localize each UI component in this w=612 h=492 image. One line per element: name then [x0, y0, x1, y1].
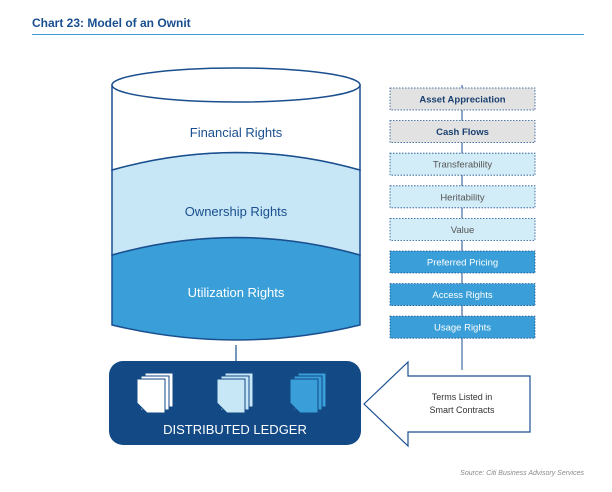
rights-label-1: Cash Flows: [436, 127, 489, 138]
rights-box-0: [389, 87, 536, 111]
rights-cylinder: Financial Rights Ownership Rights Utiliz…: [111, 67, 361, 341]
document-icon-light-blue: [216, 372, 254, 414]
rights-label-2: Transferability: [433, 160, 493, 171]
rights-box-6: [389, 283, 536, 307]
document-icon-blue: [289, 372, 327, 414]
document-icon-white: [136, 372, 174, 414]
title-divider: [32, 34, 584, 35]
arrow-label-line2: Smart Contracts: [429, 405, 495, 415]
cylinder-top: [111, 67, 361, 103]
cylinder-label-financial: Financial Rights: [190, 125, 283, 140]
ledger-label: DISTRIBUTED LEDGER: [163, 422, 307, 437]
arrow-label-line1: Terms Listed in: [432, 392, 493, 402]
rights-box-2: [389, 152, 536, 176]
smart-contracts-arrow: Terms Listed in Smart Contracts: [363, 360, 531, 448]
chart-title: Chart 23: Model of an Ownit: [32, 16, 191, 30]
rights-box-1: [389, 120, 536, 143]
cylinder-label-ownership: Ownership Rights: [185, 204, 288, 219]
rights-label-4: Value: [451, 225, 475, 236]
rights-label-0: Asset Appreciation: [419, 95, 505, 106]
distributed-ledger: DISTRIBUTED LEDGER: [109, 361, 361, 445]
cylinder-label-utilization: Utilization Rights: [188, 285, 285, 300]
rights-label-7: Usage Rights: [434, 323, 491, 334]
rights-label-3: Heritability: [440, 192, 485, 203]
rights-label-5: Preferred Pricing: [427, 258, 498, 269]
rights-box-5: [389, 250, 536, 274]
rights-box-7: [389, 315, 536, 339]
rights-box-4: [389, 217, 536, 241]
rights-label-6: Access Rights: [432, 290, 492, 301]
cylinder-layer-financial: [111, 84, 361, 171]
arrow-shape: [363, 360, 531, 448]
rights-box-3: [389, 185, 536, 209]
source-note: Source: Citi Business Advisory Services: [460, 470, 584, 477]
